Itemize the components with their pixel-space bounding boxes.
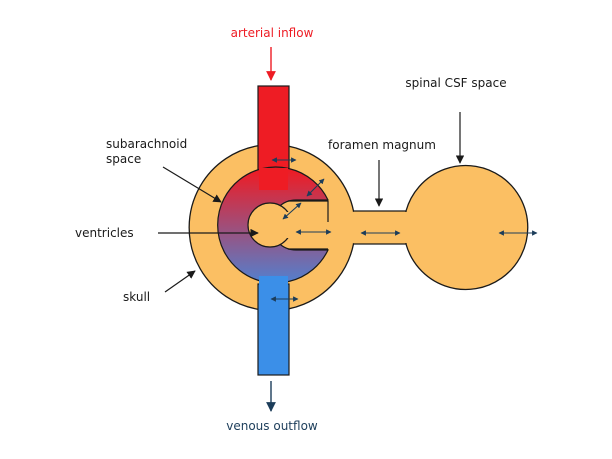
spinal-csf-space-label: spinal CSF space <box>405 76 506 90</box>
exchange-arrow-diag-upper <box>306 178 325 197</box>
ventricles-label: ventricles <box>75 226 134 240</box>
foramen-magnum-label: foramen magnum <box>328 138 436 152</box>
venous-outflow-label: venous outflow <box>226 419 318 433</box>
subarachnoid-label-line1: subarachnoid <box>106 137 187 151</box>
arterial-junction <box>259 168 288 190</box>
channel-fill <box>350 212 410 243</box>
skull-pointer-arrow <box>164 270 196 293</box>
spinal-csf-space-shape <box>405 164 529 291</box>
skull-label: skull <box>123 290 150 304</box>
ventricle-channel <box>282 212 332 238</box>
venous-junction <box>259 276 288 288</box>
subarachnoid-pointer-arrow <box>162 166 222 203</box>
exchange-arrows <box>270 157 538 302</box>
venous-vessel <box>257 283 290 376</box>
exchange-arrow-diag-inner <box>282 202 302 220</box>
subarachnoid-label-line2: space <box>106 152 141 166</box>
arterial-inflow-label: arterial inflow <box>231 26 314 40</box>
